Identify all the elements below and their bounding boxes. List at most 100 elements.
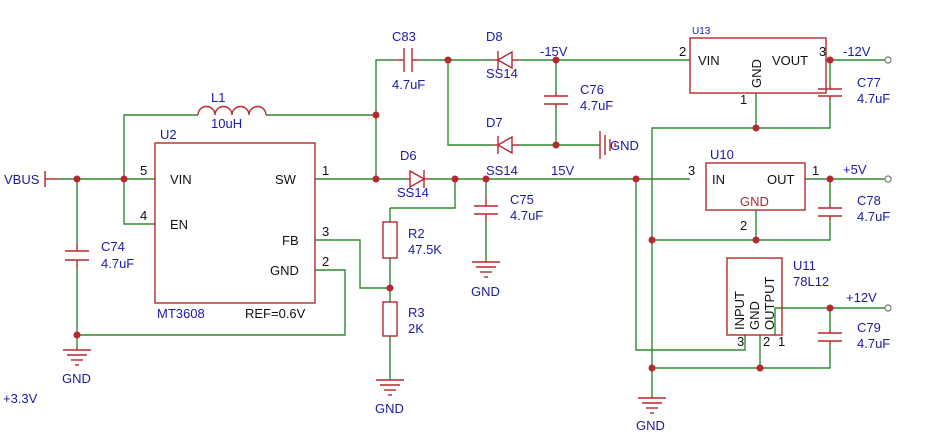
u10-pin-in: IN <box>712 172 725 187</box>
l1-value: 10uH <box>211 116 242 131</box>
c77-ref: C77 <box>857 75 881 90</box>
capacitor-c77: C77 4.7uF <box>818 75 890 106</box>
ic-u11: U11 78L12 INPUT GND OUTPUT 3 2 1 <box>726 257 829 349</box>
c79-value: 4.7uF <box>857 336 890 351</box>
gnd-symbol-r3: GND <box>375 379 404 416</box>
gnd-symbol-c74: GND <box>62 348 91 386</box>
u13-ref: U13 <box>692 26 711 37</box>
u13-pin-vin: VIN <box>698 53 720 68</box>
d6-ref: D6 <box>400 148 417 163</box>
c77-value: 4.7uF <box>857 91 890 106</box>
u10-pinnum-2: 2 <box>740 218 747 233</box>
net-vbus: VBUS <box>4 172 40 187</box>
u2-pin-sw: SW <box>275 172 297 187</box>
gnd-label-c74: GND <box>62 371 91 386</box>
net-n15: -15V <box>540 44 568 59</box>
u2-pinnum-1: 1 <box>322 163 329 178</box>
gnd-label-r3: GND <box>375 401 404 416</box>
u11-ref: U11 <box>793 258 816 273</box>
d7-ref: D7 <box>486 115 503 130</box>
u10-pinnum-3: 3 <box>688 163 695 178</box>
u10-pin-out: OUT <box>767 172 795 187</box>
c79-ref: C79 <box>857 320 881 335</box>
c74-ref: C74 <box>101 239 125 254</box>
u2-pin-vin: VIN <box>170 172 192 187</box>
resistor-r3: R3 2K <box>382 301 425 337</box>
u13-pinnum-3: 3 <box>819 44 826 59</box>
u11-pinnum-1: 1 <box>778 334 785 349</box>
capacitor-c79: C79 4.7uF <box>818 320 890 351</box>
gnd-symbol-d7: GND <box>599 131 639 159</box>
gnd-label-d7: GND <box>610 138 639 153</box>
port-p5v: +5V <box>843 162 892 183</box>
u2-pin-en: EN <box>170 217 188 232</box>
diode-d6: D6 SS14 <box>397 148 430 200</box>
port-n12v: -12V <box>843 44 892 64</box>
u2-pin-gnd: GND <box>270 263 299 278</box>
ic-u10: U10 IN OUT GND 3 1 2 <box>688 147 819 233</box>
capacitor-c74: C74 4.7uF <box>65 239 134 271</box>
capacitor-c83: C83 4.7uF <box>392 29 425 92</box>
net-p5: +5V <box>843 162 867 177</box>
u13-pinnum-2: 2 <box>679 44 686 59</box>
c75-value: 4.7uF <box>510 208 543 223</box>
d7-value: SS14 <box>486 163 518 178</box>
u13-pinnum-1: 1 <box>740 92 747 107</box>
net-p15: 15V <box>551 163 574 178</box>
c83-ref: C83 <box>392 29 416 44</box>
resistor-r2: R2 47.5K <box>382 221 442 259</box>
c83-value: 4.7uF <box>392 77 425 92</box>
vbus-port: VBUS <box>4 171 60 187</box>
capacitor-c75: C75 4.7uF <box>474 192 543 223</box>
diode-d8: D8 SS14 <box>486 29 519 81</box>
u11-pin-input: INPUT <box>732 291 747 330</box>
u10-ref: U10 <box>710 147 734 162</box>
net-p12: +12V <box>846 290 877 305</box>
capacitor-c78: C78 4.7uF <box>818 193 890 224</box>
c78-ref: C78 <box>857 193 881 208</box>
d6-value: SS14 <box>397 185 429 200</box>
u10-pin-gnd: GND <box>740 194 769 209</box>
r2-value: 47.5K <box>408 242 442 257</box>
d8-ref: D8 <box>486 29 503 44</box>
junctions <box>73 56 834 372</box>
u2-pinnum-3: 3 <box>322 224 329 239</box>
diode-d7: D7 SS14 <box>486 115 519 178</box>
gnd-symbol-right: GND <box>636 397 666 433</box>
u2-pinnum-2: 2 <box>322 254 329 269</box>
u2-pin-fb: FB <box>282 233 299 248</box>
gnd-symbol-c75: GND <box>471 261 500 299</box>
l1-ref: L1 <box>211 90 225 105</box>
u10-pinnum-1: 1 <box>812 163 819 178</box>
net-n12: -12V <box>843 44 871 59</box>
u2-ref-note: REF=0.6V <box>245 306 306 321</box>
u2-pinnum-5: 5 <box>140 163 147 178</box>
d8-value: SS14 <box>486 66 518 81</box>
u13-pin-gnd: GND <box>749 59 764 88</box>
u13-pin-vout: VOUT <box>772 53 808 68</box>
c74-value: 4.7uF <box>101 256 134 271</box>
gnd-label-right: GND <box>636 418 665 433</box>
wires <box>60 59 886 398</box>
capacitor-c76: C76 4.7uF <box>544 82 613 113</box>
c76-ref: C76 <box>580 82 604 97</box>
u11-pin-gnd: GND <box>747 301 762 330</box>
u11-pinnum-2: 2 <box>763 334 770 349</box>
gnd-label-c75: GND <box>471 284 500 299</box>
ic-u13: U13 VIN VOUT GND 2 3 1 <box>679 26 827 107</box>
r3-ref: R3 <box>408 305 425 320</box>
c76-value: 4.7uF <box>580 98 613 113</box>
u2-pinnum-4: 4 <box>140 208 147 223</box>
inductor-l1: L1 10uH <box>197 90 267 131</box>
u2-ref: U2 <box>160 127 177 142</box>
net-3v3: +3.3V <box>3 391 38 406</box>
r3-value: 2K <box>408 321 424 336</box>
r2-ref: R2 <box>408 226 425 241</box>
u11-part: 78L12 <box>793 274 829 289</box>
u11-pin-output: OUTPUT <box>762 277 777 331</box>
ic-u2: U2 MT3608 REF=0.6V VIN EN SW FB GND 5 4 … <box>140 127 329 321</box>
u11-pinnum-3: 3 <box>737 334 744 349</box>
u2-part: MT3608 <box>157 306 205 321</box>
port-p12v: +12V <box>846 290 892 312</box>
